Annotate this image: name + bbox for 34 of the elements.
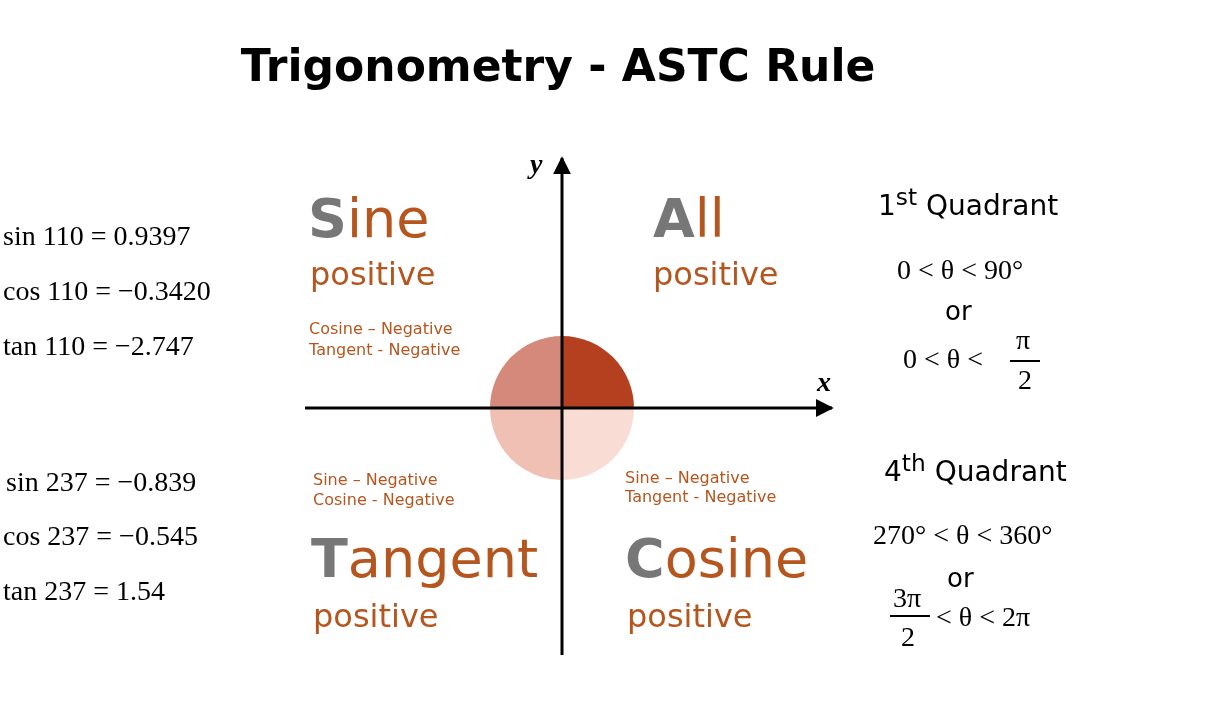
sign-note: Cosine – Negative	[309, 321, 453, 337]
fraction-denominator: 2	[901, 623, 915, 651]
quadrant-label: positive	[310, 258, 436, 290]
inequality: < θ < 2π	[936, 603, 1031, 631]
sign-note: Sine – Negative	[625, 470, 750, 486]
quadrant-label: positive	[653, 258, 779, 290]
equation: sin 110 = 0.9397	[3, 222, 191, 250]
fraction-numerator: 3π	[893, 584, 922, 612]
or-text: or	[947, 565, 974, 591]
equation: cos 237 = −0.545	[3, 522, 198, 550]
sign-note: Sine – Negative	[313, 472, 438, 488]
inequality: 0 < θ < 90°	[897, 256, 1024, 284]
quadrant-label: positive	[627, 600, 753, 632]
quadrant-label: positive	[313, 600, 439, 632]
inequality: 270° < θ < 360°	[873, 521, 1053, 549]
quadrant-heading: Cosine	[625, 532, 809, 586]
quadrant-heading: Tangent	[311, 532, 539, 586]
equation: tan 110 = −2.747	[3, 332, 194, 360]
fraction-numerator: π	[1016, 326, 1031, 354]
sign-note: Cosine - Negative	[313, 492, 455, 508]
equation: cos 110 = −0.3420	[3, 277, 211, 305]
sign-note: Tangent - Negative	[625, 489, 777, 505]
title: Trigonometry - ASTC Rule	[239, 44, 877, 88]
inequality: 0 < θ <	[903, 345, 983, 373]
quadrant-heading: All	[653, 192, 725, 246]
quadrant-title: 4$^{th}$ Quadrant	[884, 452, 1067, 487]
axis-label: x	[817, 368, 831, 396]
quadrant-title: 1$^{st}$ Quadrant	[878, 186, 1059, 221]
or-text: or	[945, 298, 972, 324]
sign-note: Tangent - Negative	[309, 342, 461, 358]
fraction-denominator: 2	[1018, 366, 1032, 394]
equation: sin 237 = −0.839	[6, 468, 197, 496]
quadrant-heading: Sine	[308, 192, 430, 246]
equation: tan 237 = 1.54	[3, 577, 165, 605]
